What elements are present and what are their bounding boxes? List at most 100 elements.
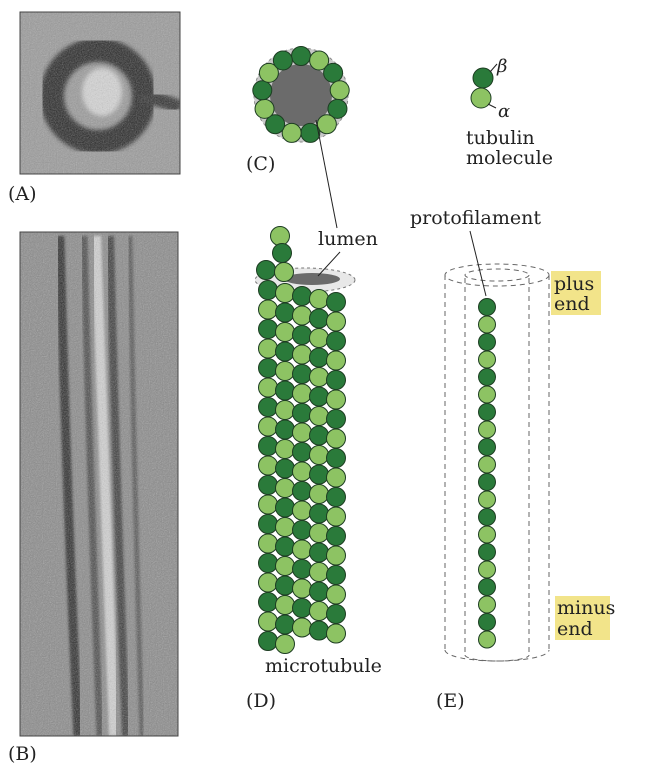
- protofilament-subunit: [479, 404, 496, 421]
- tubulin-subunit: [293, 404, 312, 423]
- protofilament-subunit: [479, 334, 496, 351]
- protofilament-subunit: [479, 299, 496, 316]
- tubulin-subunit: [293, 287, 312, 306]
- ring-subunit: [255, 99, 274, 118]
- protofilament-leader: [470, 231, 486, 296]
- tubulin-subunit: [293, 501, 312, 520]
- panel-label-c: (C): [246, 153, 275, 175]
- tubulin-subunit: [310, 329, 329, 348]
- protofilament-subunit: [479, 369, 496, 386]
- protofilament-subunit: [479, 561, 496, 578]
- tubulin-label-line1: tubulin: [466, 127, 535, 149]
- tubulin-subunit: [327, 546, 346, 565]
- tubulin-subunit: [293, 443, 312, 462]
- tubulin-subunit: [327, 332, 346, 351]
- tubulin-subunit: [259, 359, 278, 378]
- tubulin-subunit: [310, 348, 329, 367]
- tubulin-subunit: [276, 518, 295, 537]
- tubulin-subunit: [310, 621, 329, 640]
- tubulin-subunit: [259, 437, 278, 456]
- tubulin-subunit: [327, 293, 346, 312]
- dashed-cylinder: [445, 264, 549, 661]
- tubulin-subunit: [293, 599, 312, 618]
- tubulin-subunit: [310, 426, 329, 445]
- tubulin-subunit: [310, 309, 329, 328]
- minus-end-label-line1: minus: [557, 597, 615, 619]
- panel-label-e: (E): [436, 690, 465, 712]
- tubulin-subunit: [327, 605, 346, 624]
- lumen-leader-c: [316, 120, 337, 228]
- tubulin-subunit: [327, 488, 346, 507]
- panel-label-b: (B): [8, 743, 37, 765]
- ring-subunit: [282, 123, 301, 142]
- protofilament-subunit: [479, 509, 496, 526]
- protofilament-subunit: [479, 421, 496, 438]
- tubulin-subunit: [276, 284, 295, 303]
- tubulin-subunit: [259, 398, 278, 417]
- tubulin-subunit: [276, 342, 295, 361]
- tubulin-subunit: [276, 401, 295, 420]
- tubulin-subunit: [327, 371, 346, 390]
- micrograph-a: [20, 12, 180, 174]
- tubulin-subunit: [310, 407, 329, 426]
- tubulin-subunit: [259, 456, 278, 475]
- protofilament-subunit: [479, 386, 496, 403]
- tubulin-subunit: [327, 585, 346, 604]
- plus-end-label-line2: end: [554, 293, 590, 315]
- tubulin-subunit: [276, 537, 295, 556]
- tubulin-subunit: [293, 462, 312, 481]
- protofilament-subunit: [479, 439, 496, 456]
- tubulin-subunit: [259, 632, 278, 651]
- tubulin-subunit: [327, 429, 346, 448]
- tubulin-subunit: [310, 543, 329, 562]
- protofilament-subunit: [479, 456, 496, 473]
- tubulin-subunit: [310, 446, 329, 465]
- tubulin-subunit: [276, 479, 295, 498]
- tubulin-subunit: [259, 534, 278, 553]
- tubulin-subunit: [310, 368, 329, 387]
- minus-end-label-line2: end: [557, 618, 593, 640]
- tubulin-subunit: [310, 485, 329, 504]
- protofilament-subunit: [479, 631, 496, 648]
- tubulin-subunit: [310, 582, 329, 601]
- tubulin-subunit: [257, 261, 276, 280]
- protofilament-subunit: [479, 544, 496, 561]
- tubulin-subunit: [259, 320, 278, 339]
- tubulin-subunit: [327, 507, 346, 526]
- protofilament-subunit: [479, 596, 496, 613]
- tubulin-subunit: [327, 410, 346, 429]
- protofilament-subunit: [479, 351, 496, 368]
- protofilament-subunit: [479, 614, 496, 631]
- tubulin-subunit: [327, 624, 346, 643]
- tubulin-subunit: [259, 281, 278, 300]
- tubulin-subunit: [293, 345, 312, 364]
- tubulin-subunit: [310, 387, 329, 406]
- ring-subunit: [273, 51, 292, 70]
- tubulin-subunit: [259, 593, 278, 612]
- tubulin-subunit: [259, 612, 278, 631]
- tubulin-subunit: [276, 615, 295, 634]
- ring-subunit: [317, 115, 336, 134]
- tubulin-subunit: [293, 384, 312, 403]
- tubulin-subunit: [293, 618, 312, 637]
- tubulin-subunit: [259, 378, 278, 397]
- tubulin-subunit: [259, 339, 278, 358]
- protofilament-subunit: [479, 491, 496, 508]
- beta-label: β: [496, 56, 507, 77]
- tubulin-subunit: [310, 504, 329, 523]
- protofilament-strand: [479, 299, 496, 649]
- tubulin-subunit: [276, 303, 295, 322]
- tubulin-subunit: [259, 515, 278, 534]
- tubulin-subunit: [273, 244, 292, 263]
- tubulin-subunit: [259, 476, 278, 495]
- tubulin-subunit: [276, 459, 295, 478]
- tubulin-subunit: [259, 495, 278, 514]
- ring-subunit: [253, 81, 272, 100]
- tubulin-subunit: [310, 524, 329, 543]
- tubulin-subunit: [310, 563, 329, 582]
- beta-tubulin-subunit: [473, 68, 493, 88]
- tubulin-subunit: [293, 521, 312, 540]
- tubulin-subunit: [276, 362, 295, 381]
- tubulin-subunit: [276, 381, 295, 400]
